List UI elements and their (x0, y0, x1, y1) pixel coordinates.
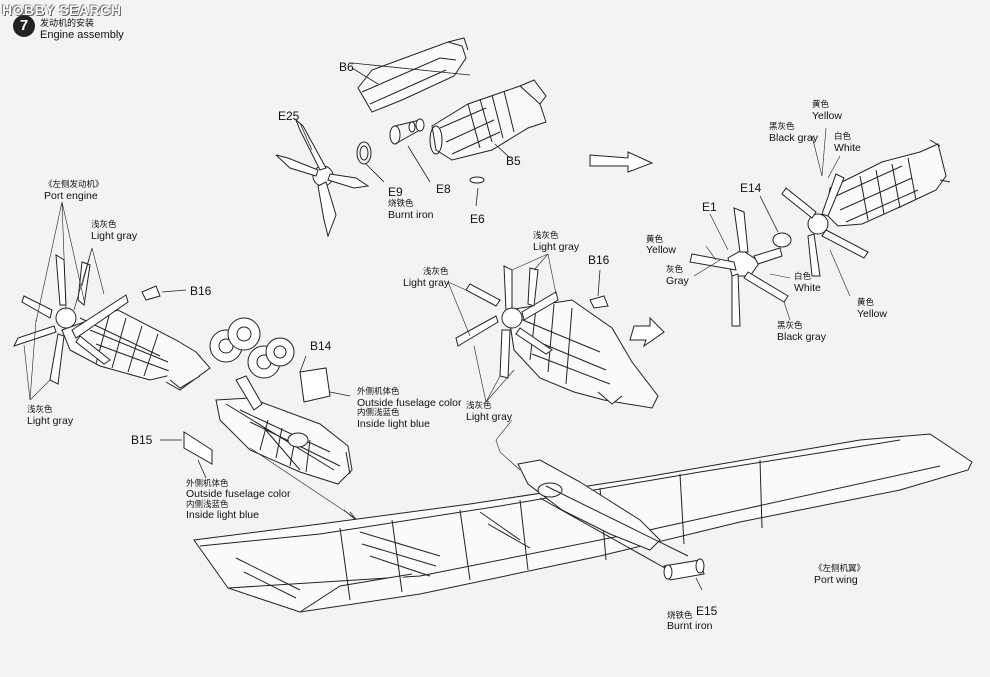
label-light-gray-3: Light gray (403, 277, 450, 289)
label-gray-cn: 灰色 (666, 264, 684, 274)
label-black-gray-2: Black gray (777, 331, 827, 343)
label-yellow-cn-1: 黄色 (812, 99, 830, 109)
label-b16-left: B16 (190, 284, 212, 298)
label-e15-color-cn: 烧铁色 (667, 610, 693, 620)
label-e15: E15 (696, 604, 718, 618)
label-white-cn-2: 白色 (794, 271, 812, 281)
label-e9: E9 (388, 185, 403, 199)
exhaust-e15 (663, 558, 705, 591)
label-white-cn-1: 白色 (834, 131, 852, 141)
label-yellow-2: Yellow (646, 244, 676, 256)
port-engine-assembly (61, 309, 211, 391)
label-inside-1: Inside light blue (357, 418, 430, 430)
label-e6: E6 (470, 212, 485, 226)
propeller-e25 (275, 119, 370, 238)
label-port-engine: Port engine (44, 190, 98, 202)
label-port-wing-cn: 《左侧机翼》 (814, 563, 866, 573)
label-e15-color: Burnt iron (667, 620, 713, 632)
part-b16-left (141, 285, 187, 301)
label-light-gray-cn-4: 浅灰色 (533, 230, 559, 240)
step-title-cn: 发动机的安装 (40, 18, 95, 28)
label-light-gray-1: Light gray (91, 230, 138, 242)
label-black-gray-cn-1: 黑灰色 (769, 121, 795, 131)
label-outside-cn-2: 外侧机体色 (186, 478, 229, 488)
label-black-gray-1: Black gray (769, 132, 819, 144)
label-e14: E14 (740, 181, 762, 195)
fuselage-nose (215, 397, 353, 485)
label-light-gray-2: Light gray (27, 415, 74, 427)
label-port-engine-cn: 《左侧发动机》 (44, 179, 104, 189)
label-light-gray-4: Light gray (533, 241, 580, 253)
watermark-logo: HOBBY SEARCH (2, 2, 122, 18)
washer-e6 (469, 176, 485, 184)
label-b5: B5 (506, 154, 521, 168)
label-yellow-cn-2: 黄色 (646, 234, 664, 244)
spinner-e14 (759, 195, 792, 248)
part-b16-center (589, 269, 609, 309)
label-e1: E1 (702, 200, 717, 214)
label-yellow-3: Yellow (857, 308, 887, 320)
wing-nacelle-outline (517, 459, 689, 573)
label-outside-cn-1: 外侧机体色 (357, 386, 400, 396)
label-light-gray-cn-2: 浅灰色 (27, 404, 53, 414)
label-b6: B6 (339, 60, 354, 74)
label-inside-2: Inside light blue (186, 509, 259, 521)
door-b15 (160, 431, 213, 479)
label-yellow-1: Yellow (812, 110, 842, 122)
propeller-e1 (689, 207, 789, 327)
step-number: 7 (13, 15, 35, 37)
label-outside-2: Outside fuselage color (186, 488, 291, 500)
label-port-wing: Port wing (814, 574, 858, 586)
label-black-gray-cn-2: 黑灰色 (777, 320, 803, 330)
label-white-2: White (794, 282, 821, 294)
label-b14: B14 (310, 339, 332, 353)
label-light-gray-5: Light gray (466, 411, 513, 423)
label-inside-cn-1: 内侧浅蓝色 (357, 407, 400, 417)
label-e8: E8 (436, 182, 451, 196)
label-gray: Gray (666, 275, 689, 287)
label-b16-center: B16 (588, 253, 610, 267)
nacelle-cover-b6 (357, 37, 469, 113)
right-engine-nacelle (825, 139, 951, 227)
label-inside-cn-2: 内侧浅蓝色 (186, 499, 229, 509)
label-white-1: White (834, 142, 861, 154)
door-b14 (299, 355, 351, 403)
center-propeller-blades (455, 265, 559, 379)
label-e9-color-cn: 烧铁色 (388, 198, 414, 208)
label-e9-color: Burnt iron (388, 209, 434, 221)
label-light-gray-cn-3: 浅灰色 (423, 266, 449, 276)
label-light-gray-cn-1: 浅灰色 (91, 219, 117, 229)
label-b15: B15 (131, 433, 153, 447)
shaft-e8 (389, 118, 425, 145)
step-title: Engine assembly (40, 29, 124, 41)
port-wing (193, 433, 973, 613)
engine-nacelle-b5 (429, 79, 547, 161)
landing-gear (209, 317, 295, 411)
label-yellow-cn-3: 黄色 (857, 297, 875, 307)
label-light-gray-cn-5: 浅灰色 (466, 400, 492, 410)
label-e25: E25 (278, 109, 300, 123)
label-outside-1: Outside fuselage color (357, 397, 462, 409)
port-propeller-blades (13, 254, 129, 385)
ring-e9 (356, 141, 372, 165)
right-propeller (781, 173, 869, 277)
